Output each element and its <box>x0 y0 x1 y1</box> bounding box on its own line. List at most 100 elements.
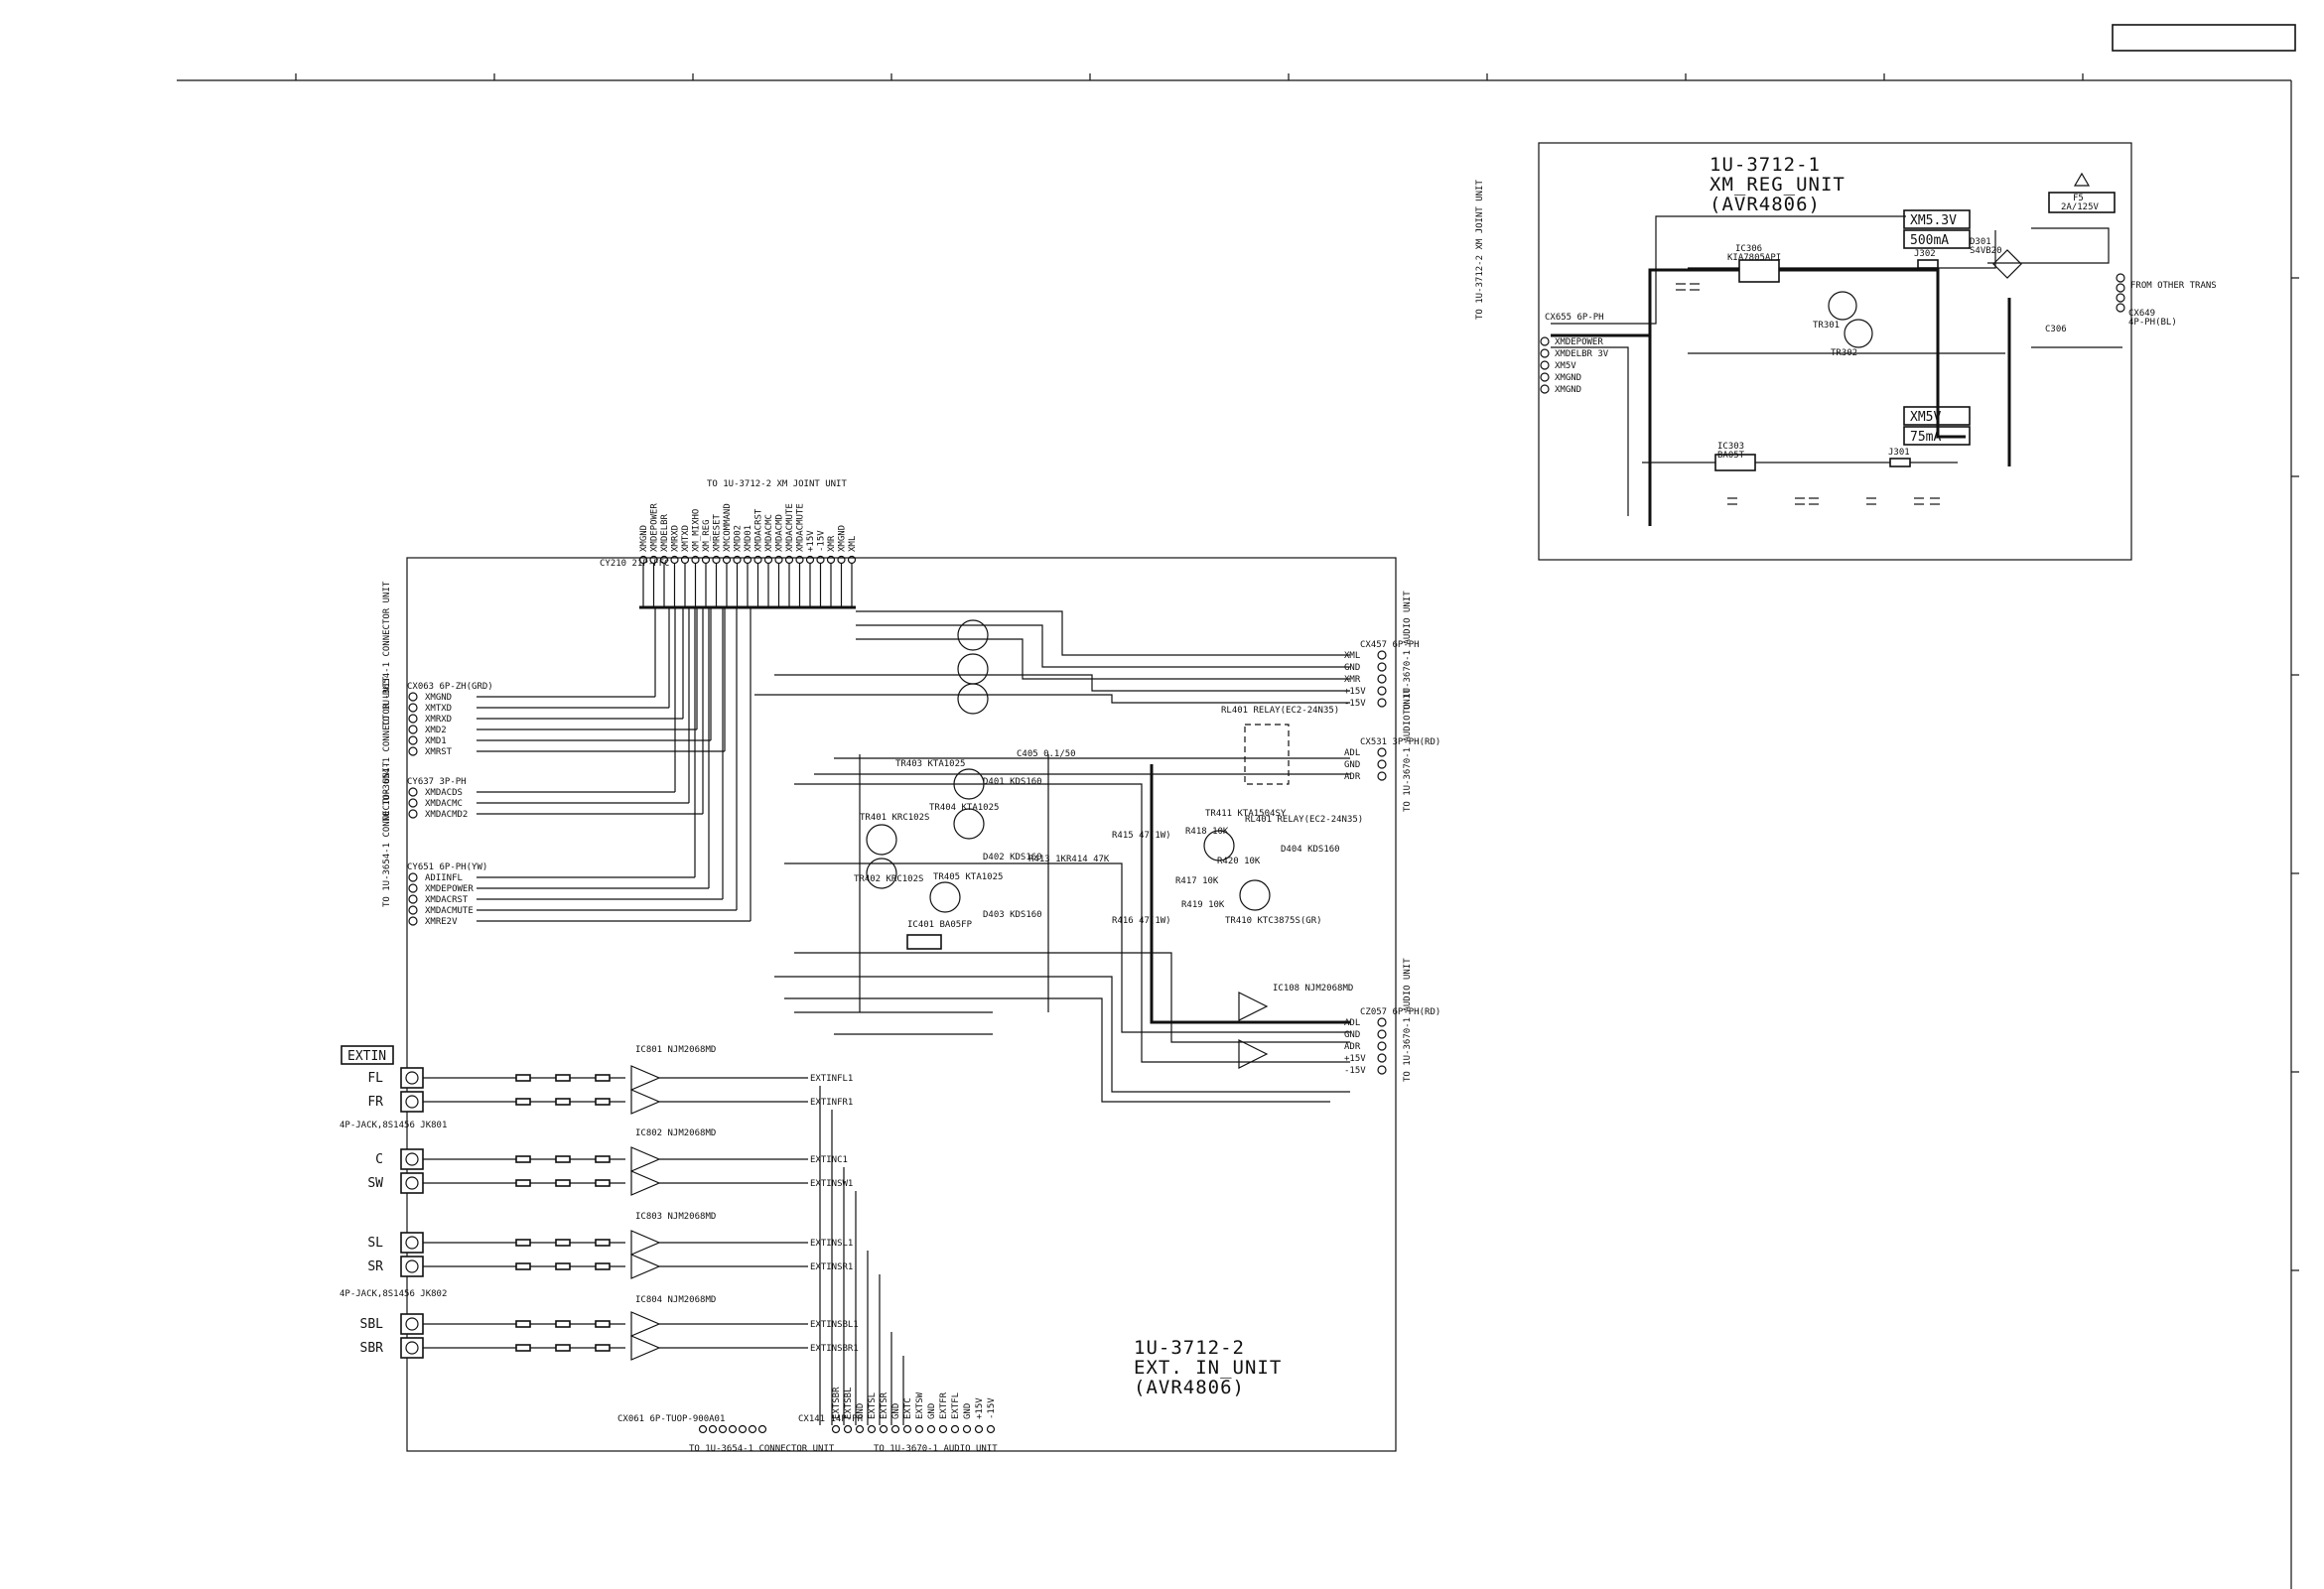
ic108-ref: IC108 NJM2068MD <box>1273 984 1353 993</box>
resistor-symbol <box>555 1074 571 1082</box>
d301-type: S4VB20 <box>1970 246 2002 256</box>
bus-drop-lines <box>642 564 853 607</box>
xm-reg-unit-title-3: (AVR4806) <box>1709 194 1821 215</box>
connector-pin-label: XMRXD <box>425 715 452 725</box>
extin-label: EXTIN <box>347 1049 386 1064</box>
ic-label: IC802 NJM2068MD <box>635 1128 716 1138</box>
connector-pin-label: ADL <box>1344 748 1360 758</box>
tr302-symbol <box>1844 319 1873 348</box>
connector-pin <box>974 1424 984 1434</box>
resistor-symbol <box>515 1262 531 1270</box>
jack-socket <box>400 1067 424 1089</box>
connector-pin <box>1377 771 1387 781</box>
connector-pin <box>867 1424 877 1434</box>
part-label: TR411 KTA1504SY <box>1205 809 1287 819</box>
transistor-symbol <box>953 808 985 840</box>
connector-pin <box>784 555 794 565</box>
transistor-symbol <box>866 824 897 856</box>
connector-pin-label: XMDEPOWER <box>1555 337 1603 347</box>
title-block-box <box>2112 24 2296 52</box>
right-connector-ref: CZ057 6P-PH(RD) <box>1360 1007 1440 1017</box>
jack-label: SW <box>367 1176 383 1191</box>
connector-pin <box>950 1424 960 1434</box>
part-label: D404 KDS160 <box>1281 845 1340 855</box>
fuse-ref: F5 <box>2073 194 2084 203</box>
transistor-symbol <box>953 768 985 800</box>
ext-in-unit-title-2: EXT. IN_UNIT <box>1134 1357 1282 1379</box>
reg-out-trace <box>1688 230 1996 269</box>
connector-pin <box>638 555 648 565</box>
part-label: R419 10K <box>1181 900 1225 910</box>
connector-pin-label: XMDACMC <box>425 799 463 809</box>
cx061-ref: CX061 6P-TUOP-900A01 <box>617 1414 725 1424</box>
connector-pin-label: XMDACMD2 <box>425 810 468 820</box>
jack-socket <box>400 1172 424 1194</box>
resistor-symbol <box>595 1098 611 1106</box>
ext-in-unit-block: 1U-3712-2 EXT. IN_UNIT (AVR4806) TO 1U-3… <box>340 479 1440 1454</box>
connector-pin <box>962 1424 972 1434</box>
xm-reg-unit-title-2: XM_REG_UNIT <box>1709 174 1846 196</box>
connector-pin-label: XM_MIXHO <box>692 509 702 552</box>
jack-socket <box>400 1313 424 1335</box>
jack-socket <box>400 1256 424 1277</box>
tr302-ref: TR302 <box>1831 348 1857 358</box>
connector-pin-label: EXTSR <box>880 1391 889 1419</box>
part-label: R413 1K <box>1028 855 1067 864</box>
jack-label: SL <box>367 1236 383 1251</box>
connector-pin <box>701 555 711 565</box>
ic306-body <box>1738 259 1780 283</box>
500ma-label-box <box>1903 229 1971 249</box>
transistor-symbols <box>866 619 1271 913</box>
connector-pin <box>408 746 418 756</box>
resistor-symbol <box>515 1155 531 1163</box>
resistor-symbol <box>595 1074 611 1082</box>
jack-socket-icon <box>405 1095 419 1109</box>
part-label: TR401 KRC102S <box>860 813 929 823</box>
transistor-symbol <box>957 683 989 715</box>
j302-body <box>1917 259 1939 269</box>
xm-reg-unit-border <box>1538 142 2132 561</box>
relay-2-ref: RL401 RELAY(EC2-24N35) <box>1245 815 1363 825</box>
xm-capacitors <box>1676 283 1940 505</box>
part-label: TR402 KRC102S <box>854 874 923 884</box>
connector-pin-label: EXTSBL <box>844 1387 854 1419</box>
xm-reg-unit-title-1: 1U-3712-1 <box>1709 154 1821 176</box>
resistor-symbol <box>555 1179 571 1187</box>
jack-ref-1: 4P-JACK,8S1456 JK801 <box>340 1121 447 1130</box>
jack-label: FL <box>367 1071 383 1086</box>
connector-pin <box>826 555 836 565</box>
transistor-symbol <box>1239 879 1271 911</box>
connector-pin <box>2116 283 2125 293</box>
connector-pin <box>408 916 418 926</box>
connector-pin-label: GND <box>963 1403 973 1419</box>
transistor-symbol <box>1203 830 1235 861</box>
part-label: TR404 KTA1025 <box>929 803 999 813</box>
ext-in-unit-title-1: 1U-3712-2 <box>1134 1337 1245 1359</box>
500ma-label: 500mA <box>1910 233 1949 248</box>
ext-out-label: EXTINSW1 <box>810 1179 853 1189</box>
resistor-symbol <box>595 1320 611 1328</box>
connector-pin-label: ADL <box>1344 1018 1360 1028</box>
right-connector-ref: CX457 6P-PH <box>1360 640 1420 650</box>
resistor-symbol <box>555 1320 571 1328</box>
cx061-to: TO 1U-3654-1 CONNECTOR UNIT <box>689 1444 835 1454</box>
signal-traces <box>754 610 1350 1103</box>
connector-pin-label: XMDACMD <box>775 514 785 552</box>
opamp-symbol <box>630 1230 661 1256</box>
connector-pin-label: +15V <box>1344 687 1366 697</box>
left-connector-ref: CY637 3P-PH <box>407 777 467 787</box>
jack-socket-icon <box>405 1317 419 1331</box>
resistor-symbol <box>555 1262 571 1270</box>
connector-pin-label: XM_REG <box>702 519 712 552</box>
connector-pin-label: XMD2 <box>425 726 447 735</box>
connector-pin <box>408 692 418 702</box>
left-connector-to: TO 1U-3654-1 CONNECTOR UNIT <box>382 581 392 727</box>
connector-pin <box>805 555 815 565</box>
row-ticks <box>2291 277 2299 1271</box>
left-connector-to: TO 1U-3654-1 CONNECTOR UNIT <box>382 676 392 822</box>
connector-pin-label: XMDACMUTE <box>796 503 806 552</box>
connector-pin <box>408 894 418 904</box>
connector-pin <box>408 883 418 893</box>
xm53v-label-box <box>1903 209 1971 229</box>
